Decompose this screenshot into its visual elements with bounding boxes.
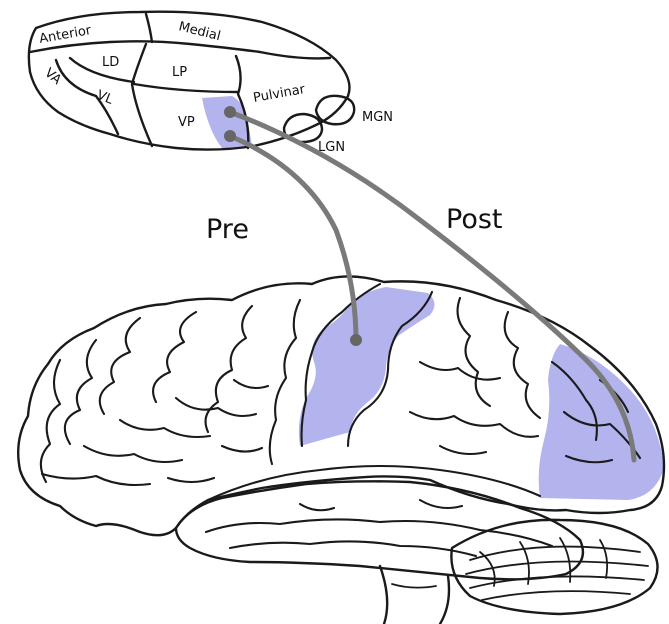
- lateral-sulcus: [208, 466, 540, 500]
- mgn-outline: [316, 96, 354, 124]
- thalamus-divider-lp-bottom: [134, 84, 238, 92]
- frontal-gyri: [41, 300, 300, 485]
- thalamus-divider-anterior-medial: [146, 14, 152, 42]
- pre-fiber-terminal: [350, 334, 362, 346]
- thalamus-divider-top: [30, 41, 330, 58]
- pre-fiber-origin: [224, 130, 236, 142]
- postcentral-highlight: [299, 287, 435, 446]
- label-ld: LD: [102, 55, 119, 70]
- label-vl: VL: [95, 88, 116, 108]
- cerebellum-folia: [466, 538, 648, 600]
- label-lp: LP: [172, 65, 187, 80]
- brainstem-detail: [392, 584, 436, 588]
- post-fiber-origin: [224, 106, 236, 118]
- thalamus: Anterior Medial LD LP VA VL VP Pulvinar …: [29, 12, 393, 155]
- pathway-label-post: Post: [446, 204, 503, 235]
- label-vp: VP: [178, 115, 195, 130]
- label-medial: Medial: [177, 19, 222, 44]
- label-pulvinar: Pulvinar: [252, 82, 307, 106]
- label-mgn: MGN: [362, 110, 393, 125]
- pathway-label-pre: Pre: [206, 214, 249, 245]
- brain: [18, 276, 664, 624]
- thalamus-divider-lp-left: [132, 44, 152, 146]
